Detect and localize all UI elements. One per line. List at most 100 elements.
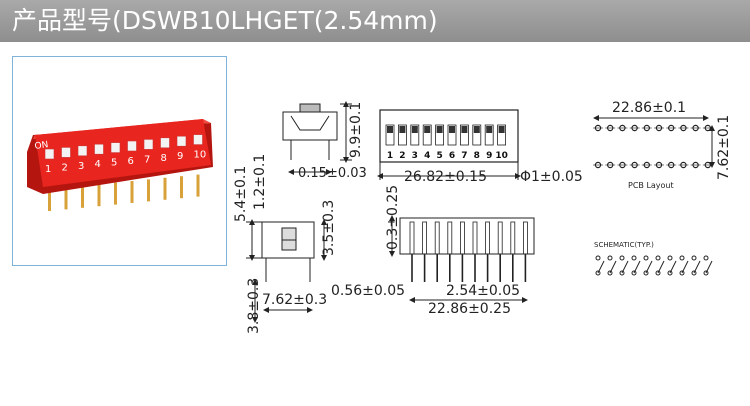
photo-number-5: 5 xyxy=(111,158,117,169)
photo-pins xyxy=(48,174,200,211)
photo-number-8: 8 xyxy=(161,153,167,164)
lead-pin-upper xyxy=(472,221,478,255)
photo-number-7: 7 xyxy=(144,154,150,165)
dim-pcb-length: 22.86±0.1 xyxy=(612,100,686,116)
front-lead-view xyxy=(389,215,535,303)
front-number-3: 3 xyxy=(412,151,418,161)
photo-toggle-9 xyxy=(176,135,187,147)
schematic-lever xyxy=(621,260,629,274)
dim-pin-width: 0.15±0.03 xyxy=(298,166,367,181)
dim-front-offset: 0.3±0.25 xyxy=(385,185,401,250)
lead-pin-upper xyxy=(485,221,491,255)
lead-pin-upper xyxy=(459,221,465,255)
front-number-8: 8 xyxy=(474,151,480,161)
pcb-layout xyxy=(593,115,715,169)
front-switch-5 xyxy=(435,124,445,146)
side-view xyxy=(246,219,327,323)
schematic-lever xyxy=(705,260,713,274)
photo-toggle-2 xyxy=(61,147,71,158)
front-switch-1 xyxy=(385,124,395,146)
front-switches xyxy=(385,124,507,146)
front-number-5: 5 xyxy=(436,151,442,161)
photo-pin-7 xyxy=(147,179,150,202)
schematic-contact-top xyxy=(619,255,625,261)
schematic-contact-bottom xyxy=(631,270,637,276)
dim-actuator: 1.2±0.1 xyxy=(252,154,268,210)
schematic-lever xyxy=(693,260,701,274)
dim-side-body: 3.5±0.3 xyxy=(321,200,337,256)
schematic-contact-bottom xyxy=(703,270,709,276)
schematic-switches xyxy=(595,255,713,276)
dim-height-top: 9.9±0.1 xyxy=(348,102,364,158)
front-switch-knob-4 xyxy=(424,126,431,133)
front-number-4: 4 xyxy=(424,151,430,161)
front-switch-8 xyxy=(472,124,482,146)
photo-number-6: 6 xyxy=(128,156,134,167)
front-number-9: 9 xyxy=(486,151,492,161)
schematic-lever xyxy=(681,260,689,274)
schematic-contact-top xyxy=(643,255,649,261)
schematic-contact-top xyxy=(595,255,601,261)
lead-pin-upper xyxy=(409,221,415,255)
schematic-label: SCHEMATIC(TYP.) xyxy=(594,241,654,249)
dim-lead-thickness: 0.56±0.05 xyxy=(331,283,405,299)
front-switch-2 xyxy=(397,124,407,146)
front-number-2: 2 xyxy=(399,151,405,161)
schematic-contact-top xyxy=(691,255,697,261)
photo-number-3: 3 xyxy=(78,161,84,172)
lead-pin-upper xyxy=(422,221,428,255)
photo-pin-8 xyxy=(163,177,167,200)
schematic-contact-bottom xyxy=(679,270,685,276)
schematic-lever xyxy=(633,260,641,274)
schematic-contact-bottom xyxy=(667,270,673,276)
switch-body xyxy=(35,119,211,187)
front-switch-7 xyxy=(459,124,469,146)
front-switch-knob-2 xyxy=(399,126,406,133)
dim-pitch: 2.54±0.05 xyxy=(446,283,520,299)
schematic-lever xyxy=(609,260,617,274)
photo-pin-4 xyxy=(97,184,101,207)
front-switch-knob-5 xyxy=(436,126,443,133)
schematic-contact-bottom xyxy=(643,270,649,276)
pcb-holes xyxy=(593,124,713,169)
front-switch-knob-8 xyxy=(473,126,480,133)
lead-pin-upper xyxy=(510,221,516,255)
schematic-contact-bottom xyxy=(655,270,661,276)
dim-front-span: 22.86±0.25 xyxy=(428,301,511,317)
front-switch-9 xyxy=(484,124,494,146)
top-side-view xyxy=(282,101,352,175)
photo-number-2: 2 xyxy=(62,162,68,173)
front-switch-6 xyxy=(447,124,457,146)
dim-side-top: 5.4±0.1 xyxy=(233,166,249,222)
front-number-7: 7 xyxy=(461,151,467,161)
photo-number-4: 4 xyxy=(95,159,101,170)
schematic-contact-top xyxy=(655,255,661,261)
front-number-10: 10 xyxy=(495,151,508,161)
schematic-lever xyxy=(645,260,653,274)
dim-pcb-width: 7.62±0.1 xyxy=(716,115,732,180)
photo-toggle-7 xyxy=(143,139,154,150)
dim-hole-diameter: Φ1±0.05 xyxy=(520,169,583,185)
photo-toggle-3 xyxy=(77,145,88,157)
front-switch-3 xyxy=(410,124,420,146)
front-switch-knob-9 xyxy=(486,126,493,133)
title-bar: 产品型号(DSWB10LHGET(2.54mm) xyxy=(0,0,750,42)
dim-side-span: 7.62±0.3 xyxy=(262,292,327,308)
lead-pin-upper xyxy=(497,221,503,255)
photo-toggles xyxy=(44,134,203,160)
schematic-contact-bottom xyxy=(619,270,625,276)
pcb-layout-label: PCB Layout xyxy=(628,181,674,190)
dim-body-length: 26.82±0.15 xyxy=(404,169,487,185)
photo-number-9: 9 xyxy=(177,151,183,162)
dim-side-lead: 3.8±0.3 xyxy=(246,278,262,334)
lead-pins xyxy=(409,221,528,282)
schematic-contact-top xyxy=(631,255,637,261)
schematic-lever xyxy=(657,260,665,274)
photo-pin-2 xyxy=(64,187,68,210)
